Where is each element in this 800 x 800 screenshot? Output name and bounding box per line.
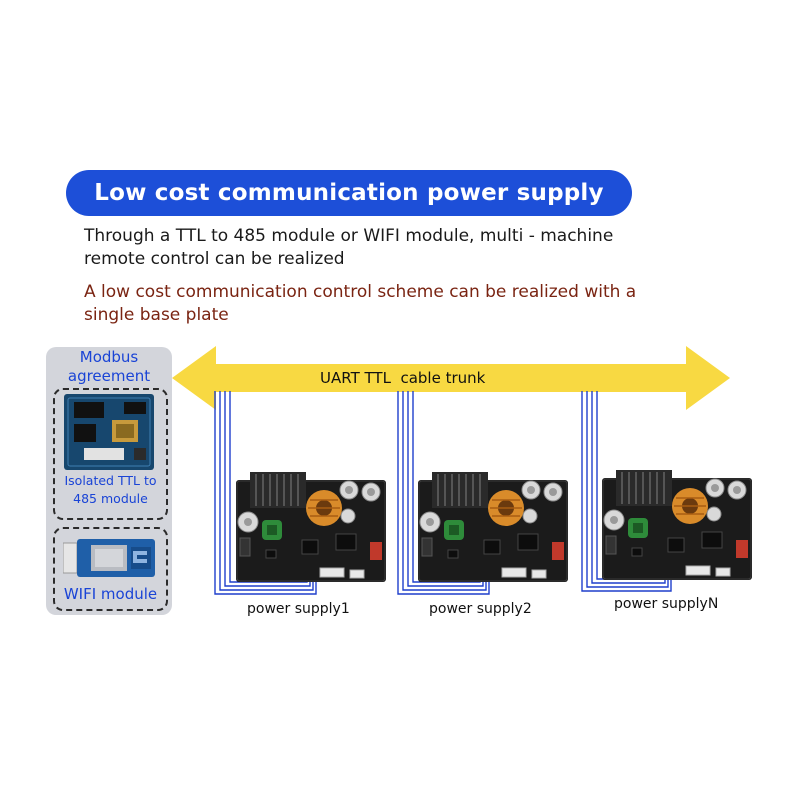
power-supply-board-2 <box>417 471 569 583</box>
cable-trunk-label: UART TTL cable trunk <box>320 369 486 387</box>
title-banner: Low cost communication power supply <box>66 170 632 216</box>
description-remote-control: Through a TTL to 485 module or WIFI modu… <box>84 226 614 269</box>
wifi-module-label: WIFI module <box>63 585 158 603</box>
power-supply-label-1: power supply1 <box>247 601 350 617</box>
power-supply-board-n <box>601 469 753 581</box>
ttl-485-module-image <box>64 394 154 470</box>
ttl-485-module-box <box>53 388 168 520</box>
wifi-module-image <box>63 539 155 577</box>
modbus-title: Modbus agreement <box>67 348 151 385</box>
power-supply-board-1 <box>235 471 387 583</box>
cable-trunk-arrow <box>172 346 730 410</box>
power-supply-label-2: power supply2 <box>429 601 532 617</box>
description-low-cost-scheme: A low cost communication control scheme … <box>84 282 637 325</box>
ttl-485-module-label: Isolated TTL to 485 module <box>64 473 157 506</box>
power-supply-label-n: power supplyN <box>614 596 719 612</box>
wifi-module-box <box>53 527 168 611</box>
